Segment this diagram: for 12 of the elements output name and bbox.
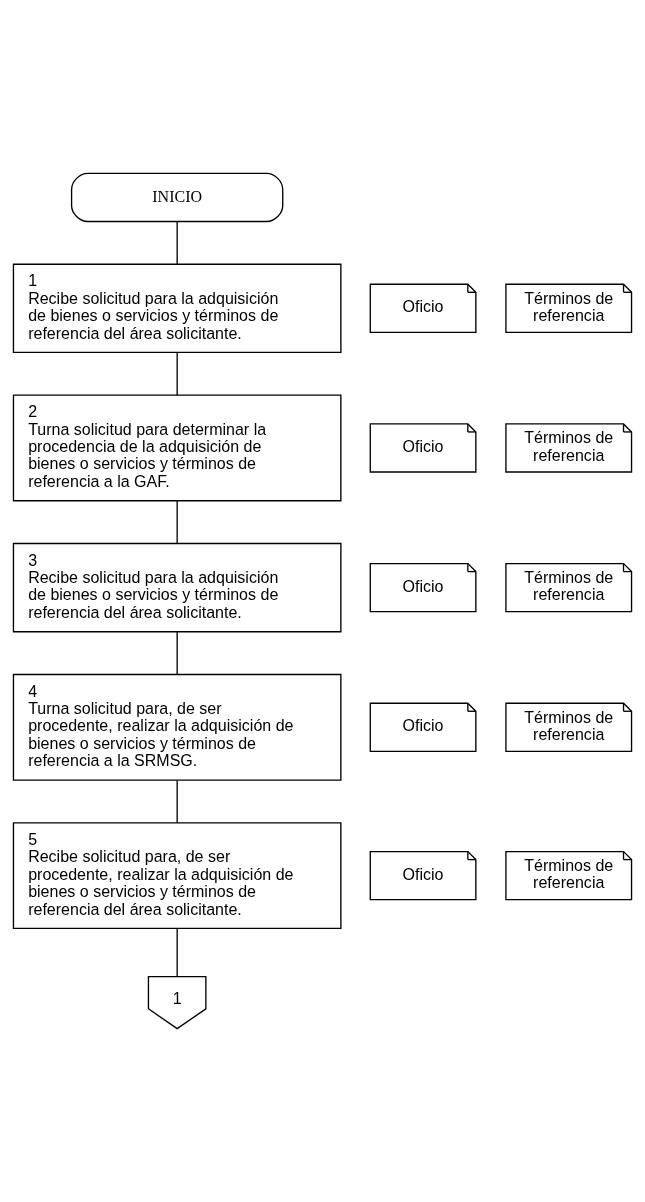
connector xyxy=(176,500,178,545)
connector xyxy=(176,927,178,978)
node-box: 2 Turna solicitud para determinar la procedencia de la adquisición de bienes o servicios y términos de referencia a la GAF. xyxy=(12,394,342,502)
node-box: 1 Recibe solicitud para la adquisición de bienes o servicios y términos de referencia del área solicitante. xyxy=(12,263,342,354)
node-box: 3 Recibe solicitud para la adquisición de bienes o servicios y términos de referencia del área solicitante. xyxy=(12,542,342,633)
node-box: 4 Turna solicitud para, de ser procedente, realizar la adquisición de bienes o servicios y términos de referencia a la SRMSG. xyxy=(12,673,342,781)
connector xyxy=(176,779,178,824)
connector xyxy=(176,631,178,676)
connector xyxy=(176,221,178,265)
connector xyxy=(176,351,178,396)
node-box: INICIO xyxy=(70,172,284,223)
node-box: 5 Recibe solicitud para, de ser procedente, realizar la adquisición de bienes o servicios y términos de referencia del área solicitante. xyxy=(12,822,342,930)
